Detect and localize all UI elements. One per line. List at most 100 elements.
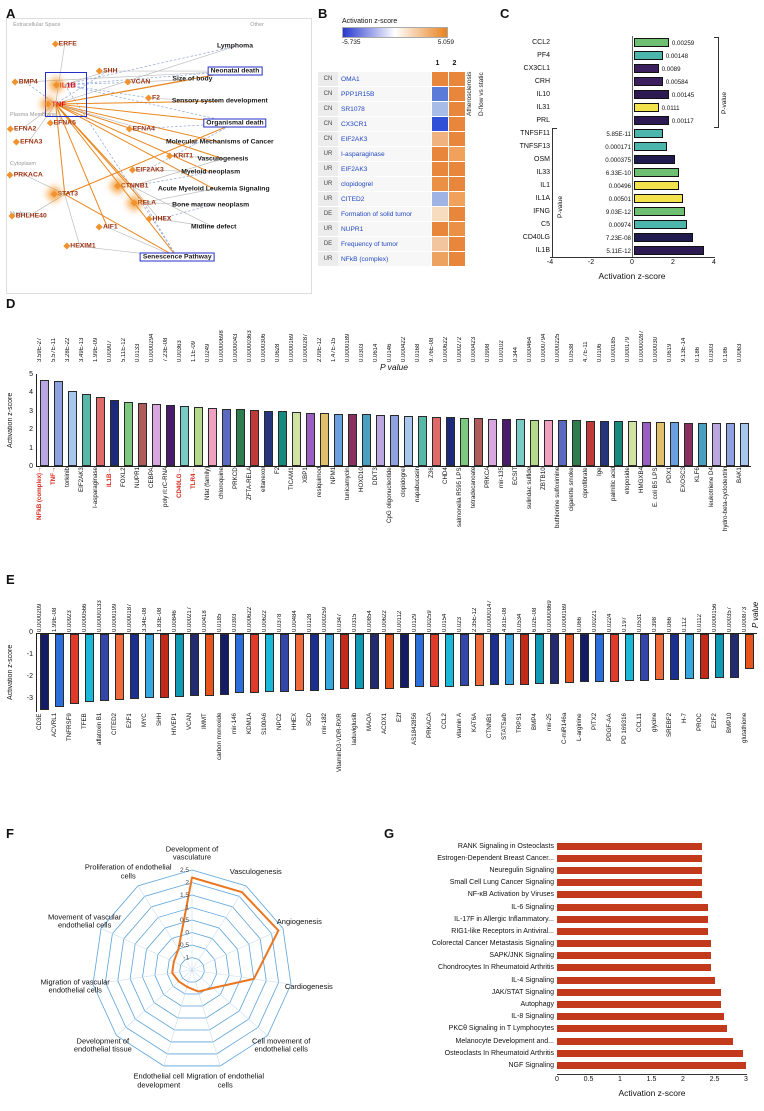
bar-cell — [555, 374, 569, 466]
network-node-efna4[interactable]: EFNA4 — [125, 125, 155, 133]
p-value-label: 0.0000043 — [233, 333, 239, 362]
bar-cell — [232, 634, 247, 712]
network-node-hexim1[interactable]: HEXIM1 — [63, 242, 96, 250]
network-node-acute-myeloid-leukemia-signaling[interactable]: Acute Myeloid Leukemia Signaling — [158, 185, 270, 192]
bar-cell — [289, 374, 303, 466]
p-value-label: 0.000423 — [471, 336, 477, 362]
network-node-myeloid-neoplasm[interactable]: Myeloid neoplasm — [181, 169, 240, 176]
bar — [655, 421, 665, 466]
row-label[interactable]: CX3CR1 — [338, 117, 431, 131]
network-node-hhex[interactable]: HHEX — [145, 215, 171, 223]
radar-ring-label: 1 — [185, 905, 189, 912]
category-text: CTNNB1 — [486, 713, 493, 738]
row-label[interactable]: PPP1R15B — [338, 87, 431, 101]
bar-cell — [65, 374, 79, 466]
bar-cell — [121, 374, 135, 466]
row-label[interactable]: NFkB (complex) — [338, 252, 431, 266]
row-label[interactable]: clopidogrel — [338, 177, 431, 191]
network-node-rela[interactable]: RELA — [130, 199, 156, 207]
network-node-aif1[interactable]: AIF1 — [95, 223, 118, 231]
row-label[interactable]: EIF2AK3 — [338, 132, 431, 146]
p-value-label: 4.81E-08 — [502, 607, 508, 632]
p-value-label: 0.0000306 — [261, 333, 267, 362]
network-node-lymphoma[interactable]: Lymphoma — [217, 43, 253, 50]
radar-ring-label: 0.5 — [180, 917, 189, 924]
row-label[interactable]: OMA1 — [338, 72, 431, 86]
bar — [557, 964, 712, 972]
p-value-label: 0.000357 — [727, 606, 733, 632]
category-label: PROC — [696, 713, 712, 821]
node-label: Bone marrow neoplasm — [172, 201, 250, 209]
network-node-f2[interactable]: F2 — [144, 94, 160, 102]
p-value-label: 0.00923 — [67, 610, 73, 632]
network-edge — [147, 123, 235, 170]
network-node-midline-defect[interactable]: Midline defect — [191, 224, 236, 231]
network-node-neonatal-death[interactable]: Neonatal death — [207, 66, 263, 76]
p-value-label: 0.0303 — [709, 343, 715, 362]
network-node-eif2ak3[interactable]: EIF2AK3 — [128, 166, 164, 174]
network-node-il1b[interactable]: IL1B — [52, 80, 76, 89]
category-text: ACOX1 — [381, 713, 388, 734]
bar — [634, 207, 686, 216]
network-node-vcan[interactable]: VCAN — [124, 78, 150, 86]
gene-label: IL31 — [536, 104, 550, 111]
bar-cell — [625, 374, 639, 466]
network-node-ctnnb1[interactable]: CTNNB1 — [113, 182, 148, 190]
category-label: HIVEP1 — [171, 713, 187, 821]
bar-cell — [142, 634, 157, 712]
bar — [739, 423, 749, 466]
p-value-label: 0.0000156 — [712, 603, 718, 632]
network-node-bhlhe40[interactable]: BHLHE40 — [8, 212, 47, 220]
network-node-shh[interactable]: SHH — [96, 67, 117, 75]
network-node-efna2[interactable]: EFNA2 — [7, 125, 36, 133]
bar-track — [557, 1047, 753, 1059]
row-label[interactable]: Formation of solid tumor — [338, 207, 431, 221]
network-node-krit1[interactable]: KRIT1 — [166, 152, 193, 160]
network-node-molecular-mechanisms-of-cancer[interactable]: Molecular Mechanisms of Cancer — [166, 139, 274, 146]
bar — [634, 51, 663, 60]
category-label: TFEB — [81, 713, 97, 821]
category-text: leukotriene D4 — [708, 467, 715, 507]
p-value-label: 0.00000869 — [547, 600, 553, 632]
category-text: HHEX — [291, 713, 298, 731]
network-edge — [65, 194, 80, 246]
network-node-senescence-pathway[interactable]: Senescence Pathway — [139, 252, 215, 262]
row-label[interactable]: CITED2 — [338, 192, 431, 206]
category-text: TFEB — [81, 713, 88, 729]
legend-title: Activation z-score — [342, 18, 398, 25]
network-node-erfe[interactable]: ERFE — [51, 40, 77, 48]
network-edge — [56, 104, 214, 189]
network-node-prkaca[interactable]: PRKACA — [6, 171, 43, 179]
network-node-efna3[interactable]: EFNA3 — [13, 138, 42, 146]
region-label-other: Other — [250, 21, 264, 28]
category-label: E2F2 — [711, 713, 727, 821]
network-node-size-of-body[interactable]: Size of body — [172, 76, 212, 83]
row-label[interactable]: NUPR1 — [338, 222, 431, 236]
pathway-row: JAK/STAT Signaling — [384, 986, 753, 998]
panel-letter-f: F — [6, 826, 14, 841]
network-node-vasculogenesis[interactable]: Vasculogenesis — [197, 155, 248, 162]
bar — [220, 634, 229, 695]
network-node-bmp4[interactable]: BMP4 — [11, 78, 38, 86]
category-text: BAK1 — [736, 467, 743, 483]
network-node-bone-marrow-neoplasm[interactable]: Bone marrow neoplasm — [172, 202, 249, 209]
bar — [634, 77, 663, 86]
row-label[interactable]: SR1078 — [338, 102, 431, 116]
gene-node-icon — [113, 182, 121, 190]
bar — [730, 634, 739, 678]
bar — [250, 634, 259, 694]
row-label[interactable]: Frequency of tumor — [338, 237, 431, 251]
network-node-tnf[interactable]: TNF — [44, 99, 66, 108]
row-label[interactable]: EIF2AK3 — [338, 162, 431, 176]
category-label: resiquimod — [316, 467, 331, 567]
row-category: CN — [318, 72, 338, 86]
network-node-organismal-death[interactable]: Organismal death — [203, 118, 267, 128]
network-node-efna5[interactable]: EFNA5 — [46, 119, 76, 127]
network-node-stat3[interactable]: STAT3 — [50, 190, 78, 198]
gene-node-icon — [51, 40, 59, 48]
network-node-sensory-system-development[interactable]: Sensory system development — [172, 98, 268, 105]
row-label[interactable]: I-asparaginase — [338, 147, 431, 161]
